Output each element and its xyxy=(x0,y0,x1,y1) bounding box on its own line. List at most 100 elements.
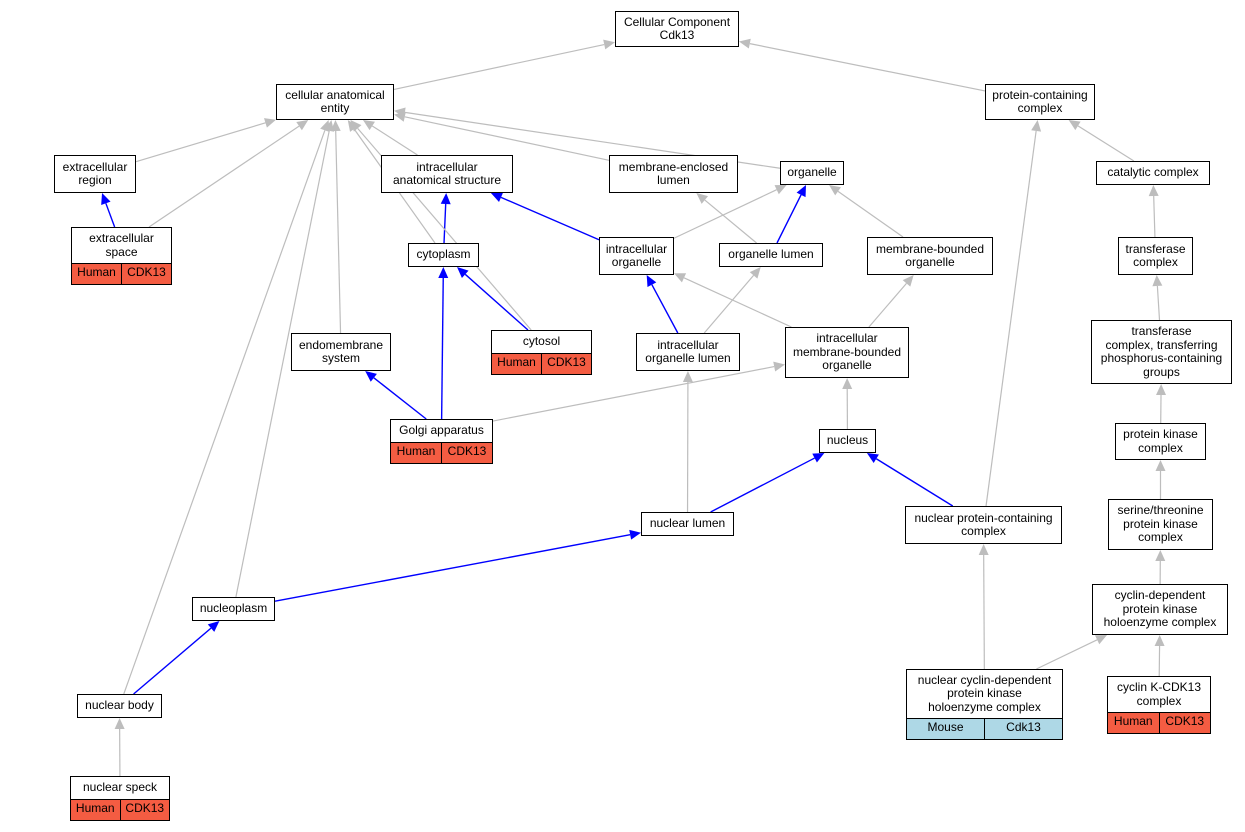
edge-extracellular_space-to-extracellular_region xyxy=(101,193,116,228)
edge-arrowhead xyxy=(1094,635,1108,645)
edge-ias-to-cae xyxy=(363,120,418,156)
node-intracellular-organelle-lumen[interactable]: intracellular organelle lumen xyxy=(636,333,740,371)
node-nuclear-lumen[interactable]: nuclear lumen xyxy=(641,512,734,536)
annotation-cyclin-k-cdk13: Human CDK13 xyxy=(1107,712,1211,734)
edge-line xyxy=(235,130,330,598)
edge-organelle_lumen-to-mel xyxy=(696,193,757,244)
node-serine-threonine-protein-kinase-complex[interactable]: serine/threonine protein kinase complex xyxy=(1108,499,1213,550)
edge-transferase_complex-to-catalytic_complex xyxy=(1148,185,1159,238)
edge-line xyxy=(651,284,679,334)
node-intracellular-organelle[interactable]: intracellular organelle xyxy=(599,237,674,275)
node-transferase-complex-phosphorus[interactable]: transferase complex, transferring phosph… xyxy=(1091,320,1232,384)
edge-mbo-to-organelle xyxy=(829,185,904,238)
edge-line xyxy=(492,366,775,422)
edge-line xyxy=(1036,639,1098,670)
node-intracellular-anatomical-structure[interactable]: intracellular anatomical structure xyxy=(381,155,513,193)
edge-line xyxy=(710,457,815,513)
node-nucleoplasm[interactable]: nucleoplasm xyxy=(192,597,275,621)
node-organelle-lumen[interactable]: organelle lumen xyxy=(719,243,823,267)
edge-arrowhead xyxy=(682,371,693,383)
edge-arrowhead xyxy=(490,192,503,202)
edge-intracellular_organelle-to-ias xyxy=(490,192,600,241)
gene-tag: CDK13 xyxy=(121,264,171,284)
node-cytoplasm[interactable]: cytoplasm xyxy=(408,243,479,267)
edge-arrowhead xyxy=(365,371,377,382)
gene-tag: Cdk13 xyxy=(984,719,1062,739)
edge-ncdk_holo-to-npcc xyxy=(978,544,989,670)
edge-arrowhead xyxy=(457,267,469,279)
node-protein-kinase-complex[interactable]: protein kinase complex xyxy=(1115,423,1206,460)
edge-arrowhead xyxy=(646,275,657,288)
node-protein-containing-complex[interactable]: protein-containing complex xyxy=(985,84,1095,120)
edge-golgi-to-endomembrane xyxy=(365,371,427,420)
edge-nuclear_speck-to-nuclear_body xyxy=(114,718,125,777)
edge-arrowhead xyxy=(749,267,761,279)
edge-iol-to-intracellular_organelle xyxy=(646,275,679,334)
edge-catalytic_complex-to-pcc xyxy=(1068,120,1135,162)
edge-pkc-to-tc_phospho xyxy=(1156,384,1167,424)
node-membrane-bounded-organelle[interactable]: membrane-bounded organelle xyxy=(867,237,993,275)
edge-arrowhead xyxy=(1148,185,1159,197)
edge-npcc-to-pcc xyxy=(985,120,1042,507)
edge-golgi-to-cytoplasm xyxy=(438,267,449,420)
node-nuclear-body[interactable]: nuclear body xyxy=(77,694,162,718)
edge-arrowhead xyxy=(1154,635,1165,647)
edge-imbo-to-mbo xyxy=(868,275,914,328)
annotation-extracellular-space: Human CDK13 xyxy=(71,263,172,285)
node-cellular-component-root[interactable]: Cellular Component Cdk13 xyxy=(615,11,739,47)
species-tag: Human xyxy=(72,264,121,284)
node-catalytic-complex[interactable]: catalytic complex xyxy=(1096,161,1210,185)
node-golgi-apparatus[interactable]: Golgi apparatus xyxy=(390,419,493,443)
annotation-cytosol: Human CDK13 xyxy=(491,353,592,375)
edge-arrowhead xyxy=(1155,550,1166,562)
edge-line xyxy=(703,274,755,334)
edge-line xyxy=(274,534,631,602)
node-cytosol[interactable]: cytosol xyxy=(491,330,592,354)
gene-tag: CDK13 xyxy=(1158,713,1210,733)
edge-line xyxy=(837,190,904,238)
edge-arrowhead xyxy=(296,120,309,131)
node-organelle[interactable]: organelle xyxy=(780,161,844,185)
edge-arrowhead xyxy=(842,378,853,390)
edge-arrowhead xyxy=(438,267,449,279)
annotation-golgi-apparatus: Human CDK13 xyxy=(390,442,493,464)
node-nucleus[interactable]: nucleus xyxy=(819,429,876,453)
edge-line xyxy=(673,189,777,239)
edge-line xyxy=(373,377,427,420)
edge-pcc-to-root xyxy=(739,38,986,92)
edge-arrowhead xyxy=(363,120,375,131)
edge-line xyxy=(135,122,266,163)
edge-intracellular_organelle-to-organelle xyxy=(673,185,787,239)
edge-arrowhead xyxy=(866,453,879,464)
node-cyclin-k-cdk13-complex[interactable]: cyclin K-CDK13 complex xyxy=(1107,676,1211,713)
node-membrane-enclosed-lumen[interactable]: membrane-enclosed lumen xyxy=(609,155,738,193)
annotation-nuclear-cyclin-dependent-holoenzyme: Mouse Cdk13 xyxy=(906,718,1063,740)
gene-tag: CDK13 xyxy=(441,443,492,463)
edge-line xyxy=(393,43,605,90)
node-cellular-anatomical-entity[interactable]: cellular anatomical entity xyxy=(276,84,394,120)
edge-line xyxy=(683,277,792,328)
node-cyclin-dependent-protein-kinase-holoenzyme-complex[interactable]: cyclin-dependent protein kinase holoenzy… xyxy=(1092,584,1228,635)
edge-nuclear_body-to-nucleoplasm xyxy=(133,621,220,695)
edge-line xyxy=(868,282,907,328)
edge-extracellular_space-to-cae xyxy=(148,120,309,228)
node-nuclear-speck[interactable]: nuclear speck xyxy=(70,776,170,800)
node-intracellular-membrane-bounded-organelle[interactable]: intracellular membrane-bounded organelle xyxy=(785,327,909,378)
edge-nuclear_lumen-to-nucleus xyxy=(710,453,825,513)
node-transferase-complex[interactable]: transferase complex xyxy=(1118,237,1193,275)
node-nuclear-protein-containing-complex[interactable]: nuclear protein-containing complex xyxy=(905,506,1062,544)
edge-nucleus-to-imbo xyxy=(842,378,853,430)
node-extracellular-space[interactable]: extracellular space xyxy=(71,227,172,264)
node-extracellular-region[interactable]: extracellular region xyxy=(54,155,136,193)
node-endomembrane-system[interactable]: endomembrane system xyxy=(291,333,391,371)
edge-arrowhead xyxy=(394,107,406,118)
edge-arrowhead xyxy=(1156,384,1167,396)
edge-line xyxy=(875,458,954,507)
node-nuclear-cyclin-dependent-protein-kinase-holoenzyme-complex[interactable]: nuclear cyclin-dependent protein kinase … xyxy=(906,669,1063,719)
edge-arrowhead xyxy=(774,185,787,195)
edge-mel-to-cae xyxy=(394,111,610,161)
edge-arrowhead xyxy=(440,193,451,205)
edge-line xyxy=(105,203,116,228)
edge-cdk_holo-to-stpkc xyxy=(1155,550,1166,585)
